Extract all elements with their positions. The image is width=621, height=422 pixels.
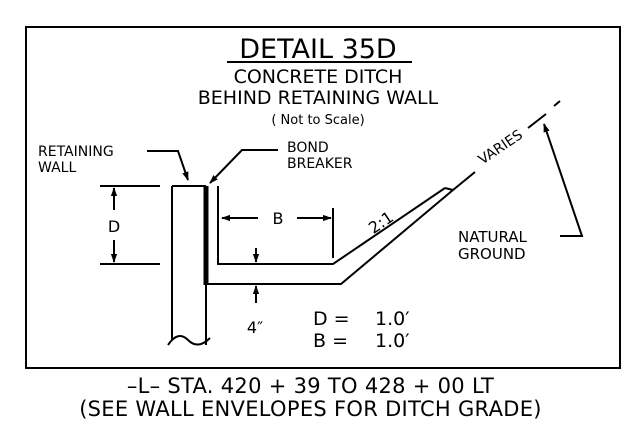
bond-breaker-label-line1: BOND (287, 140, 329, 156)
d-dimension (100, 185, 160, 265)
thickness-label: 4″ (247, 318, 263, 337)
b-value: 1.0′ (375, 330, 410, 352)
d-value: 1.0′ (375, 308, 410, 330)
dim-d-label: D (108, 217, 120, 236)
retaining-wall-leader (147, 150, 189, 181)
bond-breaker-leader (209, 149, 278, 184)
slope-label: 2:1 (365, 207, 397, 237)
bond-breaker-label-line2: BREAKER (287, 156, 353, 172)
dim-b-label: B (273, 209, 284, 228)
d-value-label: D = (313, 308, 350, 330)
b-value-label: B = (313, 330, 348, 352)
detail-title: DETAIL 35D (239, 34, 396, 65)
natural-ground-label-line2: GROUND (458, 245, 526, 263)
detail-frame (25, 26, 621, 369)
scale-note: ( Not to Scale) (271, 113, 364, 128)
detail-subtitle-line1: CONCRETE DITCH (234, 66, 403, 88)
natural-ground-line (452, 100, 561, 191)
b-dimension (221, 208, 334, 258)
concrete-ditch (206, 186, 454, 285)
grade-note: (SEE WALL ENVELOPES FOR DITCH GRADE) (79, 397, 542, 421)
natural-ground-label-line1: NATURAL (458, 228, 528, 246)
natural-ground-leader (543, 123, 584, 237)
retaining-wall-label-line1: RETAINING (38, 144, 114, 160)
varies-label: VARIES (476, 127, 526, 168)
retaining-wall-label-line2: WALL (38, 160, 76, 176)
station-range: –L– STA. 420 + 39 TO 428 + 00 LT (126, 374, 495, 398)
detail-subtitle-line2: BEHIND RETAINING WALL (198, 87, 439, 109)
